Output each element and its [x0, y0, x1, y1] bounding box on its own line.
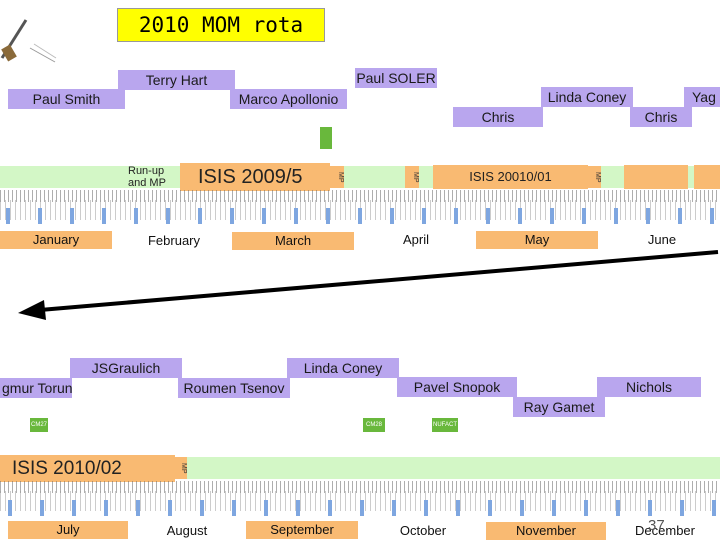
page-number: 37 — [648, 517, 665, 534]
rota-name: Marco Apollonio — [230, 89, 347, 109]
month-label: April — [402, 232, 429, 247]
month-label: November — [486, 522, 606, 540]
meeting-tag: CM27 — [30, 418, 48, 432]
day-ticks — [0, 190, 720, 202]
meeting-tag: CM28 — [363, 418, 385, 432]
mp-marker: MP — [405, 166, 419, 188]
rota-name: Chris — [453, 107, 543, 127]
isis-run-block — [694, 165, 720, 189]
isis-run-block: ISIS 20010/01 — [433, 165, 588, 189]
runup-label: Run-up and MP — [128, 165, 166, 189]
rota-name: Linda Coney — [541, 87, 633, 107]
month-label: May — [476, 231, 598, 249]
month-label: June — [647, 232, 677, 247]
rota-name: JSGraulich — [70, 358, 182, 378]
mp-marker: MP — [330, 166, 344, 188]
month-label: October — [399, 523, 447, 538]
rota-name: Linda Coney — [287, 358, 399, 378]
month-label: March — [232, 232, 354, 250]
continuation-arrow — [18, 250, 719, 320]
mp-marker: MP — [175, 457, 187, 479]
rota-name: Roumen Tsenov — [178, 378, 290, 398]
isis-run-block — [624, 165, 688, 189]
month-label: August — [166, 523, 208, 538]
rota-name: Terry Hart — [118, 70, 235, 90]
rota-name: Nichols — [597, 377, 701, 397]
meeting-tag — [578, 357, 586, 379]
rota-name: Yag — [684, 87, 720, 107]
rota-name: Paul Smith — [8, 89, 125, 109]
rota-name: Chris — [630, 107, 692, 127]
mp-marker: MP — [587, 166, 601, 188]
slide-title: 2010 MOM rota — [117, 8, 325, 42]
isis-run-block: ISIS 2010/02 — [0, 455, 175, 482]
isis-run-block: ISIS 2009/5 — [180, 163, 330, 191]
meeting-tag: NUFACT — [432, 418, 458, 432]
month-label: February — [147, 233, 201, 248]
rota-name: Pavel Snopok — [397, 377, 517, 397]
day-ticks — [0, 481, 720, 493]
month-label: July — [8, 521, 128, 539]
rota-name: gmur Torun — [0, 378, 72, 398]
satellite-icon — [0, 19, 57, 63]
rota-name: Paul SOLER — [355, 68, 437, 88]
month-label: September — [246, 521, 358, 539]
week-markers — [6, 208, 720, 224]
rota-name: Ray Gamet — [513, 397, 605, 417]
month-label: January — [0, 231, 112, 249]
meeting-tag — [320, 127, 332, 149]
schedule-band — [0, 166, 720, 188]
month-label: December — [635, 523, 695, 538]
week-markers — [8, 500, 720, 516]
